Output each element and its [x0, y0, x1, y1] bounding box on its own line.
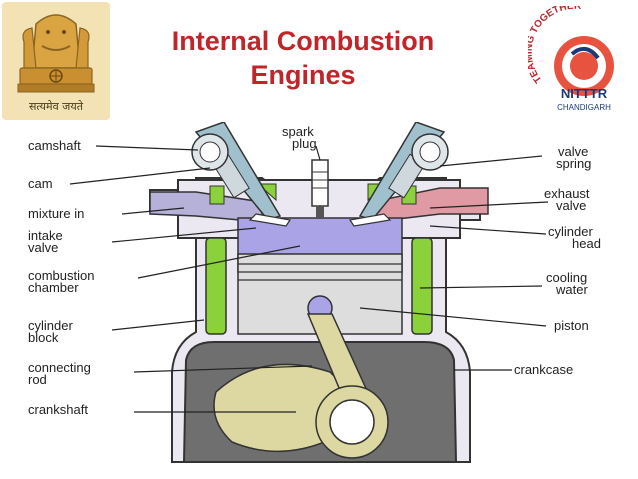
label-combustion-chamber-1: combustion [28, 268, 94, 283]
lion-capital-icon: सत्यमेव जयते [17, 14, 95, 113]
label-spark-plug-2: plug [292, 136, 317, 151]
page-title: Internal Combustion Engines [118, 24, 488, 92]
crankshaft-pin-inner [329, 399, 375, 445]
spark-plug-tip [316, 206, 324, 218]
coolant-head-left [209, 185, 225, 205]
title-line-2: Engines [250, 60, 356, 90]
coolant-channel-left [205, 237, 227, 335]
label-crankshaft: crankshaft [28, 402, 88, 417]
nitttr-logo: TEAMING TOGETHER NITTTR CHANDIGARH [528, 6, 632, 118]
coolant-channel-right [411, 237, 433, 335]
exhaust-valve-head [348, 213, 392, 227]
label-cooling-water-1: cooling [546, 270, 587, 285]
emblem-caption: सत्यमेव जयते [29, 100, 84, 113]
label-piston: piston [554, 318, 589, 333]
label-spark-plug-1: spark [282, 124, 314, 139]
label-exhaust-valve-1: exhaust [544, 186, 590, 201]
spark-plug-body [311, 159, 329, 207]
title-line-1: Internal Combustion [171, 26, 435, 56]
label-intake-valve-2: valve [28, 240, 58, 255]
label-valve-spring-2: spring [556, 156, 591, 171]
national-emblem-logo: सत्यमेव जयते [2, 2, 110, 120]
label-combustion-chamber-2: chamber [28, 280, 79, 295]
logo-name: NITTTR [561, 86, 608, 101]
label-camshaft: camshaft [28, 138, 81, 153]
engine-cutaway-illustration: camshaft spark plug valve spring cam exh… [28, 122, 601, 463]
label-cylinder-head-1: cylinder [548, 224, 593, 239]
label-cylinder-block-1: cylinder [28, 318, 73, 333]
label-cylinder-block-2: block [28, 330, 59, 345]
intake-camshaft-core [199, 141, 221, 163]
intake-valve-head [248, 213, 292, 227]
label-intake-valve-1: intake [28, 228, 63, 243]
label-mixture-in: mixture in [28, 206, 84, 221]
label-crankcase: crankcase [514, 362, 573, 377]
label-connecting-rod-2: rod [28, 372, 47, 387]
engine-diagram: camshaft spark plug valve spring cam exh… [0, 122, 638, 479]
label-cam: cam [28, 176, 53, 191]
label-connecting-rod-1: connecting [28, 360, 91, 375]
label-cylinder-head-2: head [572, 236, 601, 251]
label-cooling-water-2: water [555, 282, 588, 297]
exhaust-camshaft-core [419, 141, 441, 163]
logo-city: CHANDIGARH [557, 103, 611, 112]
nitttr-emblem-icon: TEAMING TOGETHER NITTTR CHANDIGARH [528, 6, 614, 112]
label-valve-spring-1: valve [558, 144, 588, 159]
label-exhaust-valve-2: valve [556, 198, 586, 213]
